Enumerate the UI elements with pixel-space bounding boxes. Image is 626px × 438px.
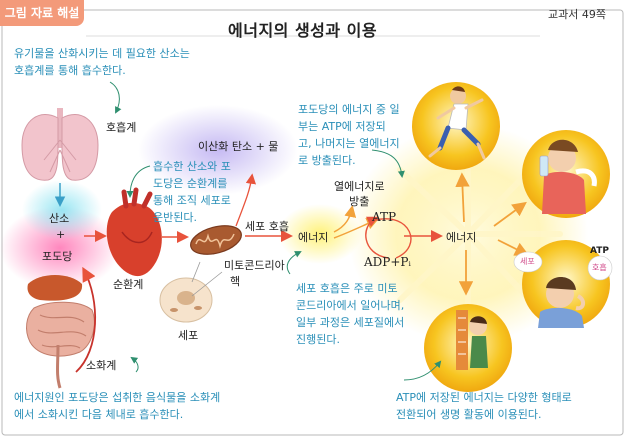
label-atp: ATP	[372, 210, 397, 224]
label-kid-word2: 호흡	[592, 263, 607, 272]
label-cell-respiration: 세포 호흡	[245, 220, 289, 233]
growing-kid-illustration	[456, 310, 488, 370]
section-badge: 그림 자료 해설	[0, 0, 84, 26]
label-cell: 세포	[178, 329, 199, 342]
label-kid-word1: 세포	[520, 257, 535, 266]
label-adp-pi: ADP+Pᵢ	[364, 255, 411, 269]
label-digestive: 소화계	[86, 359, 117, 372]
oxygen-note: 유기물을 산화시키는 데 필요한 산소는 호흡계를 통해 흡수한다.	[14, 47, 190, 77]
label-heat-release: 열에너지로 방출	[334, 180, 385, 208]
digestive-illustration	[26, 275, 95, 389]
label-co2-water: 이산화 탄소 + 물	[198, 140, 279, 153]
figure-title: 에너지의 생성과 이용	[228, 21, 378, 40]
lungs-illustration	[21, 108, 99, 181]
label-mitochondria: 미토콘드리아	[224, 259, 285, 272]
circulation-note: 흡수한 산소와 포 도당은 순환계를 통해 조직 세포로 운반된다.	[153, 160, 231, 224]
heart-illustration	[106, 187, 162, 277]
thinking-kid-illustration	[513, 251, 613, 328]
drinking-person-illustration	[539, 139, 597, 214]
runner-illustration	[428, 86, 486, 160]
label-circulatory: 순환계	[113, 278, 144, 291]
label-energy-right: 에너지	[446, 231, 477, 244]
label-nucleus: 핵	[230, 275, 241, 288]
label-respiratory: 호흡계	[106, 121, 137, 134]
label-energy-left: 에너지	[298, 231, 329, 244]
digestion-note: 에너지원인 포도당은 섭취한 음식물을 소화계 에서 소화시킨 다음 체내로 흡…	[14, 391, 221, 421]
mitochondrion-illustration	[190, 225, 242, 255]
usage-note: ATP에 저장된 에너지는 다양한 형태로 전환되어 생명 활동에 이용된다.	[396, 391, 572, 421]
label-oxygen: 산소	[49, 212, 70, 225]
cell-illustration	[159, 277, 213, 323]
textbook-reference: 교과서 49쪽	[548, 8, 606, 21]
atp-note: 포도당의 에너지 중 일 부는 ATP에 저장되 고, 나머지는 열에너지 로 …	[298, 103, 400, 167]
label-glucose: 포도당	[42, 250, 73, 263]
label-kid-atp: ATP	[590, 246, 610, 256]
label-plus: +	[56, 228, 66, 241]
respiration-note: 세포 호흡은 주로 미토 콘드리아에서 일어나며, 일부 과정은 세포질에서 진…	[296, 282, 405, 346]
